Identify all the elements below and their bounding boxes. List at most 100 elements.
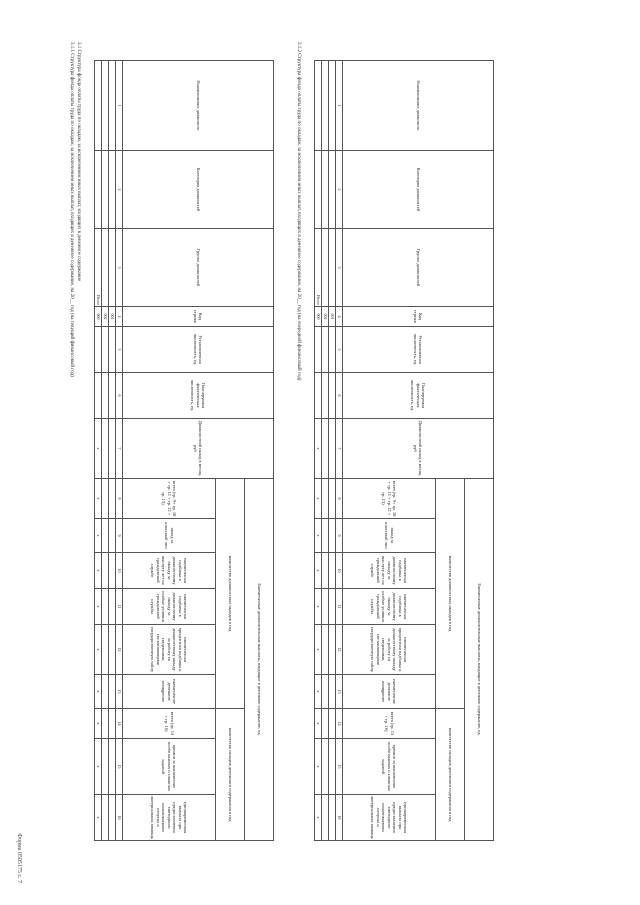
table-cell[interactable]: [108, 372, 116, 419]
table-cell[interactable]: [321, 708, 329, 739]
table-cell[interactable]: [328, 228, 336, 307]
col-total-formula: всего (гр. 9+ гр. 10 + гр. 11 + гр. 12 +…: [342, 478, 436, 519]
table-cell[interactable]: [328, 478, 336, 519]
col-special-conditions: ежемесячная надбавка к должностному окла…: [122, 588, 216, 625]
col-number: 13: [335, 674, 343, 709]
table-cell[interactable]: [108, 518, 116, 553]
table-cell[interactable]: [328, 150, 336, 229]
table-cell[interactable]: [108, 326, 116, 373]
total-cell: x: [314, 588, 322, 625]
table-cell[interactable]: [321, 674, 329, 709]
table-cell[interactable]: [108, 738, 116, 795]
table-cell[interactable]: [321, 372, 329, 419]
table-cell[interactable]: [328, 518, 336, 553]
col-other-total: всего (гр. 15 + гр. 16): [342, 708, 436, 739]
col-number: 5: [115, 326, 123, 373]
table-cell[interactable]: [101, 518, 109, 553]
total-cell: x: [314, 552, 322, 589]
table-cell[interactable]: [108, 228, 116, 307]
table-cell[interactable]: [108, 478, 116, 519]
table-cell[interactable]: [321, 478, 329, 519]
table-cell[interactable]: [101, 708, 109, 739]
table-cell[interactable]: [108, 588, 116, 625]
table-cell[interactable]: [321, 588, 329, 625]
table-cell[interactable]: [108, 674, 116, 709]
table-cell[interactable]: [321, 326, 329, 373]
table-cell[interactable]: [101, 326, 109, 373]
salary-structure-table-2: Наименование должности Категория должнос…: [314, 60, 494, 841]
col-salary: Должностной оклад в месяц, руб: [342, 418, 494, 479]
table-cell[interactable]: [321, 552, 329, 589]
col-number: 4: [335, 306, 343, 327]
table-cell[interactable]: [101, 60, 109, 151]
table-cell[interactable]: [101, 624, 109, 675]
col-class-rank: оклад за классный чин: [342, 518, 436, 553]
col-monthly-bonus: ежемесячное денежное поощрение: [342, 674, 436, 709]
total-code: 900: [94, 306, 102, 327]
col-number: 12: [335, 624, 343, 675]
table-cell[interactable]: [328, 588, 336, 625]
col-monthly-payments: Ежемесячные дополнительные выплаты, вход…: [244, 478, 274, 841]
col-state-secret: ежемесячная процентная надбавка к должно…: [122, 624, 216, 675]
total-cell: x: [94, 738, 102, 795]
table-cell[interactable]: [321, 150, 329, 229]
table-cell[interactable]: [108, 708, 116, 739]
table-cell[interactable]: [321, 418, 329, 479]
total-cell: x: [94, 418, 102, 479]
total-code: 900: [314, 306, 322, 327]
table-cell[interactable]: [101, 418, 109, 479]
total-cell: x: [94, 624, 102, 675]
section-2-heading: 3.1.2 Структура фонда оплаты труда по ок…: [296, 42, 301, 381]
table-cell[interactable]: [101, 372, 109, 419]
col-other-qty: количество окладов денежного содержания …: [435, 708, 465, 841]
table-cell[interactable]: [101, 738, 109, 795]
table-cell[interactable]: [321, 624, 329, 675]
table-cell[interactable]: [321, 738, 329, 795]
section-1-subheading: 3.1.1 Структура фонда оплаты труда по ок…: [69, 42, 74, 377]
table-cell[interactable]: [101, 588, 109, 625]
col-long-service: ежемесячная надбавка к должностному окла…: [122, 552, 216, 589]
col-number: 5: [335, 326, 343, 373]
table-cell[interactable]: [321, 518, 329, 553]
col-number: 3: [335, 228, 343, 307]
col-category: Категория должностей: [342, 150, 494, 229]
table-cell[interactable]: [101, 228, 109, 307]
total-row: Итого 900 x x x x x x x x x x: [94, 60, 102, 841]
col-planned-count: Планируемая фактическая численность, ед.: [122, 372, 274, 419]
table-cell[interactable]: [328, 60, 336, 151]
table-cell[interactable]: [321, 794, 329, 841]
salary-structure-table-1: Наименование должности Категория должнос…: [94, 60, 274, 841]
table-cell[interactable]: [328, 326, 336, 373]
table-cell[interactable]: [108, 60, 116, 151]
table-cell[interactable]: [328, 624, 336, 675]
table-row: 001: [108, 60, 116, 841]
total-cell: x: [314, 518, 322, 553]
table-cell[interactable]: [328, 552, 336, 589]
table-cell[interactable]: [328, 674, 336, 709]
table-cell[interactable]: [321, 60, 329, 151]
table-cell[interactable]: [108, 418, 116, 479]
table-cell[interactable]: [101, 552, 109, 589]
table-cell[interactable]: [328, 794, 336, 841]
table-cell[interactable]: [101, 674, 109, 709]
table-cell[interactable]: [321, 228, 329, 307]
table-cell[interactable]: [108, 794, 116, 841]
table-cell[interactable]: [328, 738, 336, 795]
table-cell[interactable]: [108, 624, 116, 675]
col-number: 16: [115, 794, 123, 841]
table-cell[interactable]: [328, 372, 336, 419]
table-cell[interactable]: [328, 708, 336, 739]
table-cell[interactable]: [101, 150, 109, 229]
col-number: 12: [115, 624, 123, 675]
total-cell: [314, 326, 322, 373]
col-number: 11: [335, 588, 343, 625]
table-cell[interactable]: [101, 794, 109, 841]
table-cell[interactable]: [108, 552, 116, 589]
total-cell: x: [94, 674, 102, 709]
col-monthly-bonus: ежемесячное денежное поощрение: [122, 674, 216, 709]
col-number: 15: [335, 738, 343, 795]
table-cell[interactable]: [328, 418, 336, 479]
table-cell[interactable]: [108, 150, 116, 229]
table-cell[interactable]: [101, 478, 109, 519]
col-other-qty: количество окладов денежного содержания …: [215, 708, 245, 841]
